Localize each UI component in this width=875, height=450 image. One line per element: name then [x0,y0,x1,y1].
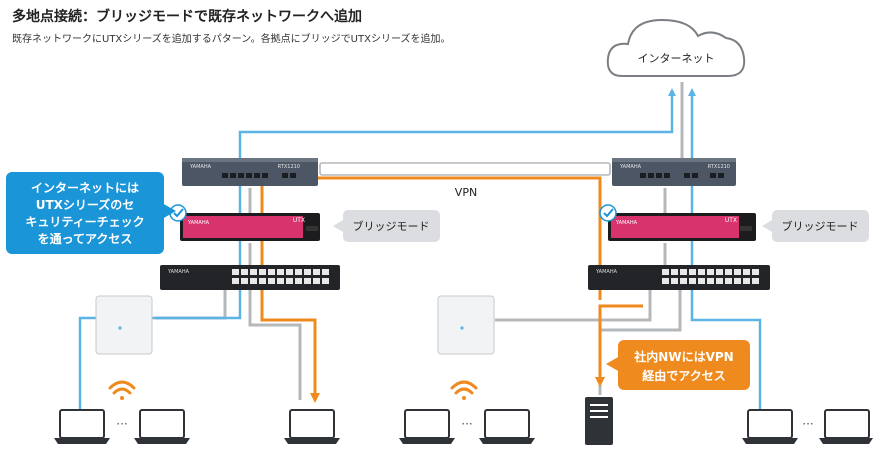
check-icon [599,204,617,222]
router-brand: YAMAHA [189,164,212,170]
utx-right: YAMAHA UTX [608,213,756,241]
access-point-right [437,295,495,355]
utx-brand: YAMAHA [187,220,210,226]
router-right: YAMAHA RTX1210 [612,158,736,186]
gray-cable [495,290,652,322]
switch-brand: YAMAHA [167,269,190,275]
vpn-path [260,176,602,403]
utx-model: UTX [725,217,737,224]
laptop-icon [134,409,190,444]
callout-line: 社内NWにはVPN [633,349,733,364]
internet-path-left [78,88,676,410]
ellipsis: ··· [461,417,472,431]
bridge-mode-label-left: ブリッジモード [333,210,440,242]
router-brand: YAMAHA [619,164,642,170]
bridge-mode-text: ブリッジモード [353,219,430,233]
laptop-icon [54,409,110,444]
callout-vpn-access: 社内NWにはVPN 経由でアクセス [606,340,750,390]
utx-brand: YAMAHA [615,220,638,226]
access-point-left [95,295,153,355]
server-icon [585,397,613,445]
switch-right: YAMAHA [588,265,770,290]
vpn-label: VPN [455,186,477,199]
gray-cable [248,290,302,400]
bridge-mode-text: ブリッジモード [782,219,859,233]
cloud-shape [606,18,746,77]
ellipsis: ··· [802,417,813,431]
page-subtitle: 既存ネットワークにUTXシリーズを追加するパターン。各拠点にブリッジでUTXシリ… [12,34,451,45]
vpn-tunnel [319,162,611,176]
switch-left: YAMAHA [160,265,340,290]
router-left: YAMAHA RTX1210 [182,158,318,186]
utx-left: YAMAHA UTX [180,213,320,241]
laptop-icon [284,409,340,444]
laptop-icon [742,409,798,444]
callout-line: キュリティーチェック [25,215,144,229]
callout-line: インターネットには [31,181,139,195]
callout-internet-access: インターネットには UTXシリーズのセ キュリティーチェック を通ってアクセス [6,172,176,254]
wifi-icon [450,380,478,400]
ellipsis: ··· [116,417,127,431]
switch-brand: YAMAHA [595,269,618,275]
laptop-icon [399,409,455,444]
callout-line: UTXシリーズのセ [36,197,135,212]
utx-model: UTX [293,217,305,224]
vpn-path [595,304,643,387]
laptop-icon [819,409,873,444]
gray-cable [155,290,227,320]
wifi-icon [108,380,136,400]
page-title: 多地点接続：ブリッジモードで既存ネットワークへ追加 [12,9,362,25]
internet-path-right [688,88,762,410]
router-model: RTX1210 [278,164,300,170]
laptop-icon [479,409,535,444]
cloud-label: インターネット [638,52,715,65]
callout-line: 経由でアクセス [642,368,725,383]
router-model: RTX1210 [708,164,730,170]
bridge-mode-label-right: ブリッジモード [762,210,869,242]
callout-line: を通ってアクセス [38,231,133,246]
